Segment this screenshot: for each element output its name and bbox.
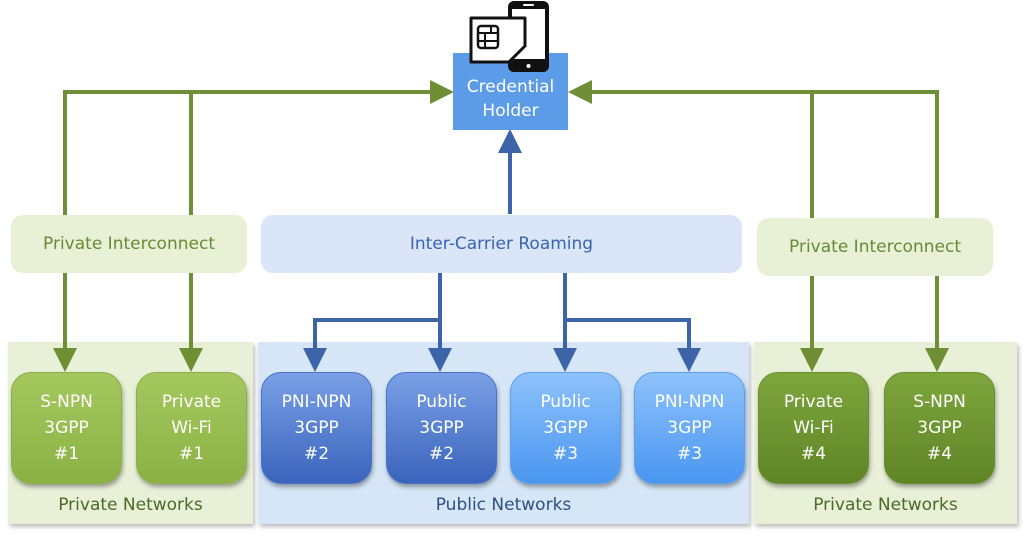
node-snpn-3gpp-4: S-NPN 3GPP #4 xyxy=(884,372,995,484)
hub-label: Private Interconnect xyxy=(43,234,215,254)
node-private-wifi-1: Private Wi-Fi #1 xyxy=(136,372,247,484)
node-line3: #3 xyxy=(552,444,579,464)
left-interconnect-to-nodes xyxy=(53,272,203,372)
group-label: Private Networks xyxy=(58,495,203,515)
node-line1: Private xyxy=(161,392,222,412)
node-private-wifi-4: Private Wi-Fi #4 xyxy=(758,372,869,484)
node-line2: 3GPP xyxy=(667,418,712,438)
left-interconnect-to-credential xyxy=(63,80,454,216)
credential-label-line2: Holder xyxy=(482,100,539,121)
roaming-to-nodes xyxy=(303,272,701,372)
node-line2: 3GPP xyxy=(917,418,962,438)
node-snpn-3gpp-1: S-NPN 3GPP #1 xyxy=(11,372,122,484)
node-public-3gpp-2: Public 3GPP #2 xyxy=(386,372,497,484)
hub-inter-carrier-roaming: Inter-Carrier Roaming xyxy=(261,215,742,273)
node-line3: #4 xyxy=(800,444,827,464)
node-pni-npn-3gpp-2: PNI-NPN 3GPP #2 xyxy=(261,372,372,484)
node-line2: 3GPP xyxy=(44,418,89,438)
hub-private-interconnect-left: Private Interconnect xyxy=(11,215,247,273)
node-line1: Private xyxy=(783,392,844,412)
node-line3: #3 xyxy=(676,444,703,464)
node-line2: 3GPP xyxy=(294,418,339,438)
hub-label: Private Interconnect xyxy=(789,237,961,257)
sim-card-icon xyxy=(469,16,527,64)
node-line2: 3GPP xyxy=(543,418,588,438)
node-line1: PNI-NPN xyxy=(281,392,352,412)
node-public-3gpp-3: Public 3GPP #3 xyxy=(510,372,621,484)
node-pni-npn-3gpp-3: PNI-NPN 3GPP #3 xyxy=(634,372,745,484)
node-line3: #2 xyxy=(303,444,330,464)
node-line2: Wi-Fi xyxy=(171,418,212,438)
node-line1: S-NPN xyxy=(40,392,93,412)
credential-label-line1: Credential xyxy=(466,76,555,97)
node-line1: Public xyxy=(540,392,591,412)
node-line3: #4 xyxy=(926,444,953,464)
node-line2: Wi-Fi xyxy=(793,418,834,438)
node-line1: S-NPN xyxy=(913,392,966,412)
right-interconnect-to-nodes xyxy=(800,274,949,372)
node-line1: Public xyxy=(416,392,467,412)
hub-label: Inter-Carrier Roaming xyxy=(409,234,594,254)
node-line2: 3GPP xyxy=(419,418,464,438)
node-line3: #2 xyxy=(428,444,455,464)
right-interconnect-to-credential xyxy=(568,80,939,220)
node-line3: #1 xyxy=(53,444,80,464)
group-label: Public Networks xyxy=(435,495,572,515)
node-line3: #1 xyxy=(178,444,205,464)
node-line1: PNI-NPN xyxy=(654,392,725,412)
group-label: Private Networks xyxy=(813,495,958,515)
hub-private-interconnect-right: Private Interconnect xyxy=(757,218,993,276)
